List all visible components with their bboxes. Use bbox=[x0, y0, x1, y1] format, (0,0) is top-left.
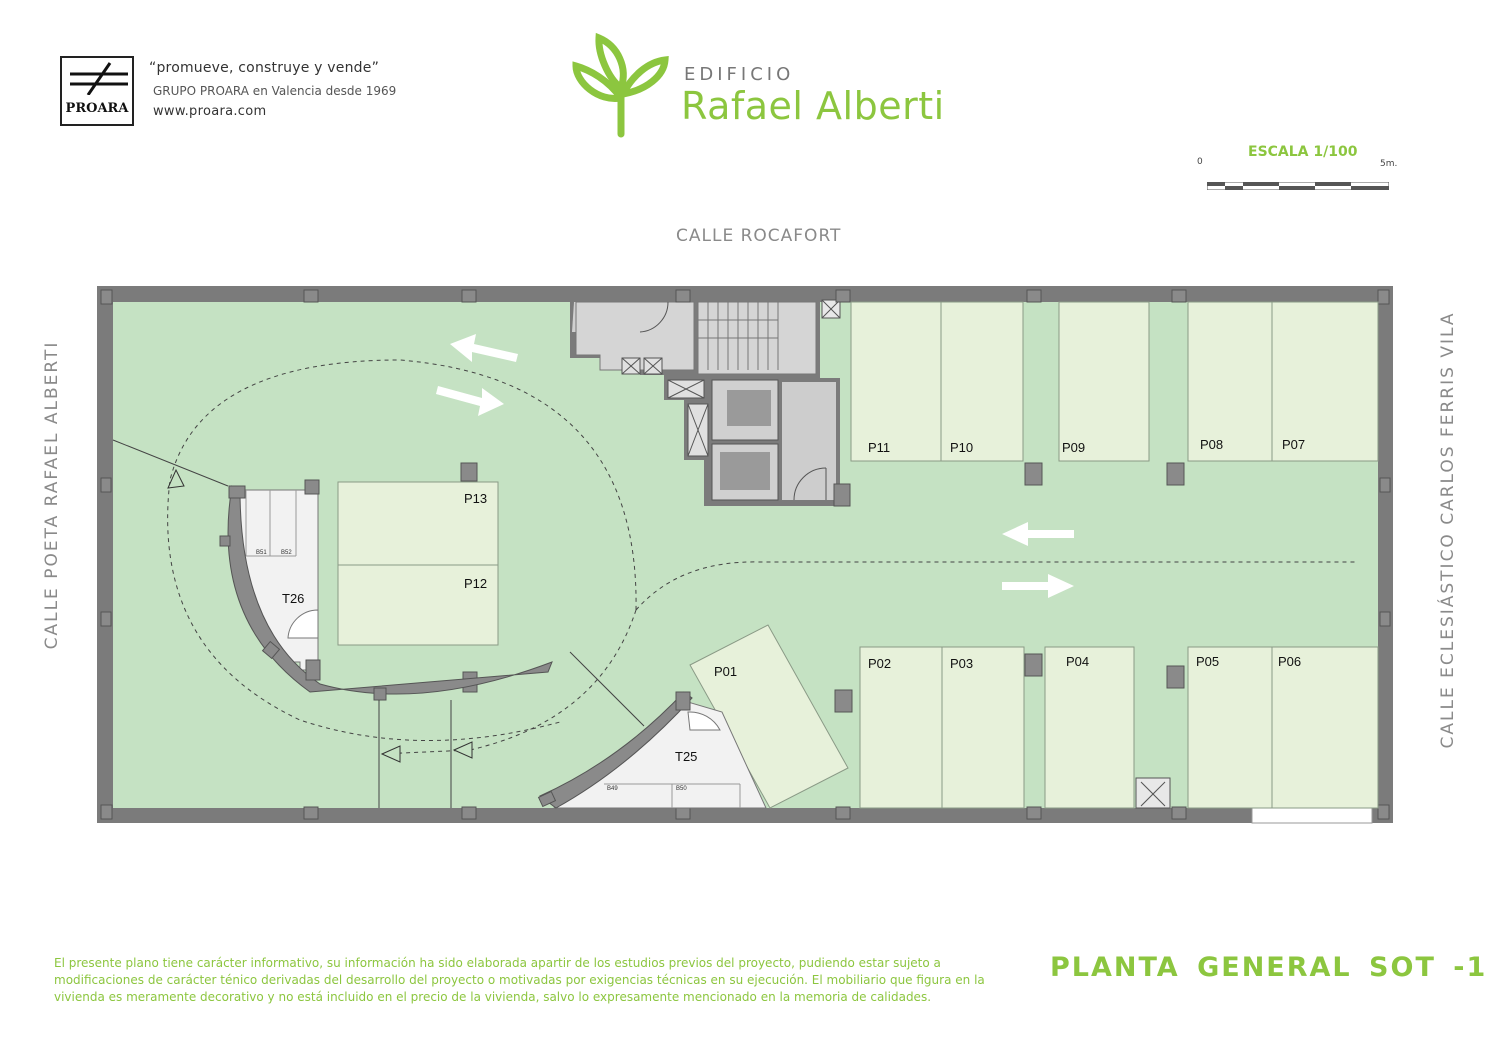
website-link[interactable]: www.proara.com bbox=[153, 104, 267, 119]
space-label-p11: P11 bbox=[868, 440, 890, 455]
brand-name: Rafael Alberti bbox=[681, 84, 945, 128]
stair-core bbox=[570, 298, 841, 506]
scale-title: ESCALA 1/100 bbox=[1248, 144, 1358, 160]
storage-label-t26: T26 bbox=[282, 591, 304, 606]
space-label-p02: P02 bbox=[868, 656, 891, 671]
disclaimer-text: El presente plano tiene carácter informa… bbox=[54, 956, 985, 1004]
arrow-left-icon bbox=[1002, 522, 1074, 546]
parking-space bbox=[1271, 646, 1379, 809]
box-label-b50: B50 bbox=[676, 786, 687, 792]
space-label-p05: P05 bbox=[1196, 654, 1219, 669]
group-line: GRUPO PROARA en Valencia desde 1969 bbox=[153, 84, 397, 98]
not-equal-icon bbox=[70, 62, 128, 95]
box-label-b51: B51 bbox=[256, 550, 267, 556]
arrow-right-icon bbox=[436, 386, 504, 416]
parking-space bbox=[941, 646, 1025, 809]
parking-space bbox=[1187, 646, 1273, 809]
arrow-left-icon bbox=[450, 334, 518, 362]
space-label-p07: P07 bbox=[1282, 437, 1305, 452]
leaf-logo-icon bbox=[572, 32, 669, 138]
space-label-p04: P04 bbox=[1066, 654, 1089, 669]
space-label-p03: P03 bbox=[950, 656, 973, 671]
scale-end-label: 5m. bbox=[1380, 159, 1398, 169]
space-label-p10: P10 bbox=[950, 440, 973, 455]
ramp-opening bbox=[1251, 807, 1373, 824]
space-label-p12: P12 bbox=[464, 576, 487, 591]
street-label-top: CALLE ROCAFORT bbox=[676, 226, 842, 246]
parking-space bbox=[337, 564, 499, 646]
arrow-right-icon bbox=[1002, 574, 1074, 598]
storage-room-t26 bbox=[219, 479, 553, 701]
parking-space bbox=[337, 481, 499, 566]
brand-prefix: EDIFICIO bbox=[684, 64, 795, 85]
parking-space bbox=[859, 646, 943, 809]
parking-space bbox=[940, 301, 1024, 462]
parking-space bbox=[1271, 301, 1379, 462]
storage-room-t25 bbox=[537, 691, 767, 809]
space-labels: P11 P10 P09 P08 P07 P02 P03 P04 P05 P06 … bbox=[282, 437, 1305, 764]
storage-label-t25: T25 bbox=[675, 749, 697, 764]
box-labels: B51 B52 B49 B50 bbox=[256, 550, 687, 792]
space-label-p01: P01 bbox=[714, 664, 737, 679]
space-label-p08: P08 bbox=[1200, 437, 1223, 452]
box-label-b49: B49 bbox=[607, 786, 618, 792]
parking-space bbox=[1044, 646, 1135, 809]
structural-columns bbox=[100, 289, 1391, 820]
parking-space bbox=[850, 301, 942, 462]
box-label-b52: B52 bbox=[281, 550, 292, 556]
plan-title: PLANTA GENERAL SOT -1 bbox=[1050, 952, 1488, 983]
logo-text: PROARA bbox=[65, 101, 129, 116]
parking-space bbox=[1187, 301, 1273, 462]
slogan: “promueve, construye y vende” bbox=[149, 60, 380, 76]
space-label-p13: P13 bbox=[464, 491, 487, 506]
parking-space bbox=[1058, 301, 1150, 462]
parking-spaces bbox=[337, 301, 1379, 809]
space-label-p06: P06 bbox=[1278, 654, 1301, 669]
scale-start-label: 0 bbox=[1197, 157, 1203, 167]
space-label-p09: P09 bbox=[1062, 440, 1085, 455]
traffic-arrows bbox=[436, 334, 1074, 598]
circulation-paths bbox=[112, 359, 1358, 808]
scale-bar bbox=[1207, 182, 1389, 190]
proara-logo: PROARA bbox=[60, 56, 134, 126]
